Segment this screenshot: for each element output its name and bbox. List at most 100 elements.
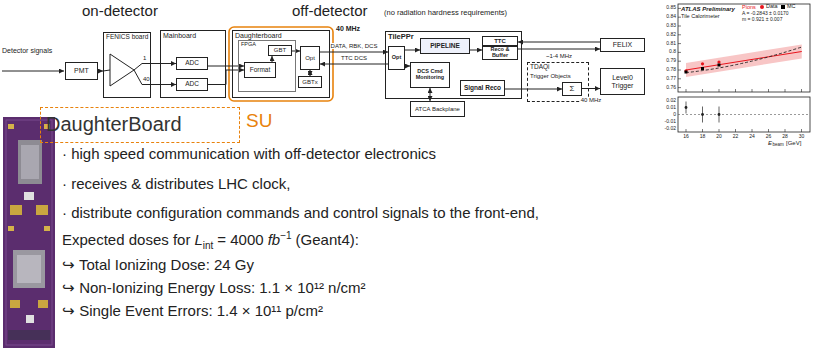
- fit-value: A = -0.2843 ± 0.0170: [742, 11, 789, 17]
- legend-swatch: [781, 5, 785, 9]
- chart: [678, 4, 810, 132]
- axis-tick: -0.02: [665, 126, 676, 132]
- process-box: Level0 Trigger: [600, 68, 645, 95]
- process-box: PIPELINE: [420, 38, 470, 54]
- axis-tick: 0.83: [666, 23, 676, 29]
- axis-tick: 0.79: [666, 58, 676, 64]
- process-box: GBT: [268, 45, 292, 56]
- input-wire: [2, 71, 64, 72]
- section-heading: on-detector: [82, 3, 158, 20]
- process-box: FELIX: [600, 38, 645, 52]
- box-text: Format: [250, 67, 271, 74]
- math-superscript: −1: [280, 230, 291, 241]
- connector-label: ~1-4 MHz: [545, 53, 573, 59]
- box-text: Opt: [305, 55, 315, 61]
- axis-title: [GeV]: [786, 140, 801, 147]
- dose-text: (Geant4):: [296, 232, 359, 249]
- connector: [518, 42, 600, 43]
- box-title: TilePPr: [388, 33, 414, 41]
- text-row: Expected doses forLint= 4000fb−1(Geant4)…: [62, 232, 359, 249]
- bullet-text: · receives & distributes LHC clock,: [62, 176, 290, 193]
- axis-tick: 20: [716, 134, 722, 140]
- process-box: GBTx: [298, 76, 322, 88]
- axis-tick: -0.01: [665, 119, 676, 125]
- axis-tick: 0.81: [666, 41, 676, 47]
- process-box: Signal Reco: [460, 80, 505, 96]
- signal-name: Detector signals: [2, 47, 52, 55]
- gain-label: 40: [143, 76, 150, 83]
- chart-title: ATLAS Preliminary: [681, 6, 735, 13]
- connector: [320, 52, 388, 53]
- legend-item: Data: [760, 4, 778, 10]
- math-subscript: int: [203, 240, 214, 251]
- process-box: Reco & Buffer: [482, 46, 518, 60]
- axis-tick: 0.8: [669, 50, 676, 56]
- box-text: TTC: [494, 38, 506, 44]
- process-box: TTC: [482, 36, 518, 46]
- group-box: MainboardADC ADC: [160, 30, 226, 98]
- process-box: ATCA Backplane: [410, 101, 465, 117]
- wire: [103, 70, 110, 71]
- box-title: TDAQi: [530, 64, 550, 71]
- axis-tick: 24: [749, 134, 755, 140]
- box-text: Signal Reco: [464, 85, 501, 92]
- box-title: Daughterboard: [235, 32, 282, 39]
- axis-tick: 0: [673, 112, 676, 118]
- connector-label: 40 MHz: [580, 97, 603, 103]
- group-box: TilePPrOptPIPELINETTCReco & BufferDCS Cm…: [385, 31, 522, 99]
- amplifier-symbol: [110, 54, 134, 86]
- highlight-frame: [229, 27, 333, 101]
- gain-label: 1: [143, 55, 146, 62]
- process-box: Σ: [562, 82, 582, 96]
- axis-tick: 18: [700, 134, 706, 140]
- legend-text: Data: [766, 4, 778, 10]
- box-text: FELIX: [613, 41, 632, 48]
- axis-title: beam: [773, 143, 784, 148]
- axis-tick: 0.01: [666, 105, 676, 111]
- axis-tick: 0.77: [666, 76, 676, 82]
- group-box: DaughterBoard: [40, 107, 240, 143]
- box-text: Reco & Buffer: [484, 47, 516, 59]
- axis-title: E: [768, 140, 772, 147]
- connector-label: DATA, RBK, DCS: [330, 43, 379, 49]
- math-symbol: L: [194, 232, 202, 249]
- connector: [582, 88, 600, 89]
- box-title: DaughterBoard: [46, 114, 182, 134]
- math-symbol: fb: [268, 232, 281, 249]
- box-text: PMT: [74, 67, 89, 74]
- legend-swatch: [760, 5, 764, 9]
- frequency-label: 40 MHz: [336, 25, 360, 33]
- axis-tick: 0.78: [666, 67, 676, 73]
- box-title: FENICS board: [106, 34, 148, 41]
- dose-value: ↪ Total Ionizing Dose: 24 Gy: [62, 257, 254, 274]
- axis-tick: 0.82: [666, 32, 676, 38]
- process-box: Opt: [388, 46, 405, 70]
- box-text: ADC: [185, 81, 199, 88]
- connector: [151, 84, 176, 85]
- chart-note: Pions: [742, 4, 756, 10]
- axis-tick: 26: [766, 134, 772, 140]
- dose-value: ↪ Single Event Errors: 1.4 × 10¹¹ p/cm²: [62, 303, 323, 320]
- axis-tick: 22: [733, 134, 739, 140]
- chart-subtitle: Tile Calorimeter: [681, 13, 720, 19]
- connector: [518, 49, 600, 50]
- axis-tick: 16: [683, 134, 689, 140]
- box-text: ATCA Backplane: [415, 106, 460, 112]
- connector: [470, 50, 482, 51]
- fit-value: m = 0.921 ± 0.007: [742, 17, 782, 23]
- box-text: ADC: [185, 60, 199, 67]
- tag: SU: [246, 111, 272, 132]
- process-box: Opt: [300, 46, 320, 70]
- bullet-text: · distribute configuration commands and …: [62, 205, 539, 222]
- connector: [151, 63, 176, 64]
- legend-text: MC: [787, 4, 796, 10]
- process-box: PMT: [65, 62, 98, 80]
- wire: [134, 70, 151, 85]
- process-box: ADC: [176, 78, 208, 91]
- axis-tick: 0.84: [666, 14, 676, 20]
- box-title: Mainboard: [163, 32, 196, 39]
- connector-label: TTC DCS: [340, 55, 368, 61]
- bullet-text: · high speed communication with off-dete…: [62, 146, 436, 163]
- axis-tick: 0.85: [666, 6, 676, 12]
